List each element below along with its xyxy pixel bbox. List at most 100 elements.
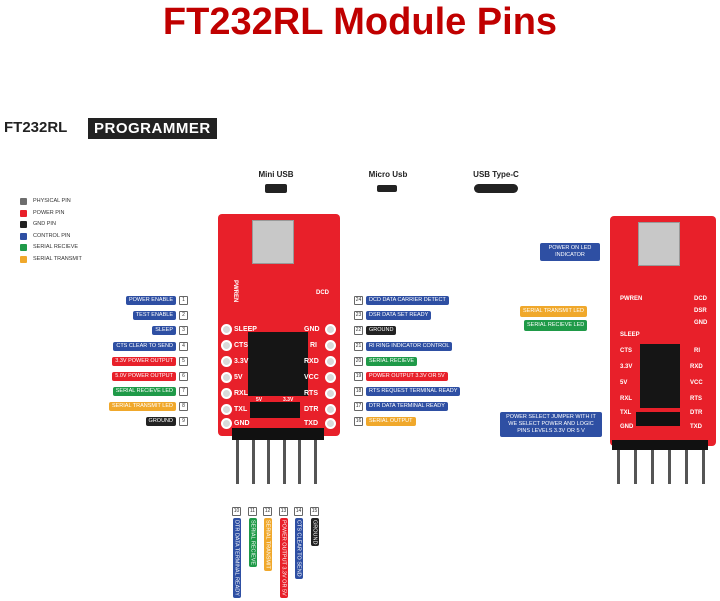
pin-tag: SERIAL RECIEVE [366,357,418,366]
silk-label: 3.3V [620,364,633,370]
header-pin [267,440,270,484]
header-pin [314,440,317,484]
pin-number: 18 [354,387,363,396]
pin-number: 20 [354,357,363,366]
pin-tag: SERIAL TRANSMIT [263,518,272,571]
legend-swatch [20,197,27,205]
pin-tag: POWER OUTPUT 3.3V OR 5V [279,518,288,598]
pin-number: 5 [179,357,188,366]
silk-pwren: PWREN [232,280,238,303]
header-pin [685,450,688,484]
pin-number: 13 [279,507,288,516]
legend-item: GND PIN [20,219,56,229]
pin-number: 14 [294,507,303,516]
pin-tag: SERIAL RECIEVE [248,518,257,568]
legend-swatch [20,220,27,228]
pin-hole [221,404,232,415]
pin-hole [325,324,336,335]
pin-number: 17 [354,402,363,411]
silk-label: VCC [690,380,703,386]
silk-label: RTS [690,396,702,402]
pin-tag: CTS CLEAR TO SEND [113,342,176,351]
micro-usb-icon [377,185,397,192]
pin-hole [221,418,232,429]
note-rx-led: SERIAL RECIEVE LED [524,320,588,331]
pin-tag: 5.0V POWER OUTPUT [112,372,176,381]
silk-label: VCC [304,374,319,381]
pin-tag: TEST ENABLE [132,311,176,320]
pin-tag: RTS REQUEST TERMINAL READY [366,387,461,396]
silk-label: TXD [304,420,318,427]
pin-hole [221,356,232,367]
pin-hole [221,340,232,351]
bottom-pin-header [612,440,708,450]
note-tx-led: SERIAL TRANSMIT LED [520,306,588,317]
silk-label: GND [234,420,250,427]
legend-label: POWER PIN [33,210,65,216]
legend-item: CONTROL PIN [20,231,70,241]
pin-tag: CTS CLEAR TO SEND [294,518,303,579]
pin-number: 2 [179,311,188,320]
silk-label: RTS [304,390,318,397]
pin-hole [325,356,336,367]
subtitle-boxed: PROGRAMMER [88,118,217,139]
pin-tag: POWER ENABLE [125,296,176,305]
pin-number: 3 [179,326,188,335]
silk-label: TXL [234,406,248,413]
silk-label: RXD [304,358,319,365]
jumper-label-3v3: 3.3V [283,397,294,403]
subtitle-plain: FT232RL [4,119,68,136]
header-pin [236,440,239,484]
pin-number: 1 [179,296,188,305]
legend-item: SERIAL RECIEVE [20,242,78,252]
pin-number: 23 [354,311,363,320]
legend-label: GND PIN [33,221,56,227]
pin-tag: DTR DATA TERMINAL READY [366,402,448,411]
silk-label: GND [694,320,708,326]
silk-dcd: DCD [316,290,329,296]
connector-label-micro-usb: Micro Usb [368,170,408,179]
silk-label: GND [620,424,634,430]
silk-label: RXL [234,390,248,397]
silk-label: 5V [234,374,243,381]
note-power-led: POWER ON LED INDICATOR [540,243,600,261]
silk-label: SLEEP [234,326,257,333]
pin-tag: GROUND [145,417,176,426]
silk-label: TXD [690,424,702,430]
jumper-block [636,412,680,426]
pin-hole [325,372,336,383]
bottom-pin-header [232,428,324,440]
pin-tag: DCD DATA CARRIER DETECT [366,296,449,305]
mini-usb-connector [252,220,294,264]
silk-label: GND [304,326,320,333]
connector-label-mini-usb: Mini USB [258,170,294,179]
connector-label-usb-c: USB Type-C [473,170,519,179]
legend-swatch [20,232,27,240]
pin-hole [221,372,232,383]
pin-tag: DTR DATA TERMINAL READY [232,518,241,598]
pin-number: 4 [179,342,188,351]
silk-label: RXD [690,364,703,370]
jumper-label-5v: 5V [256,397,263,403]
silk-label: DCD [694,296,707,302]
header-pin [651,450,654,484]
pin-tag: GROUND [310,518,319,547]
pin-hole [325,388,336,399]
silk-label: RI [694,348,700,354]
silk-label: DTR [690,410,703,416]
header-pin [634,450,637,484]
pin-tag: 3.3V POWER OUTPUT [112,357,176,366]
